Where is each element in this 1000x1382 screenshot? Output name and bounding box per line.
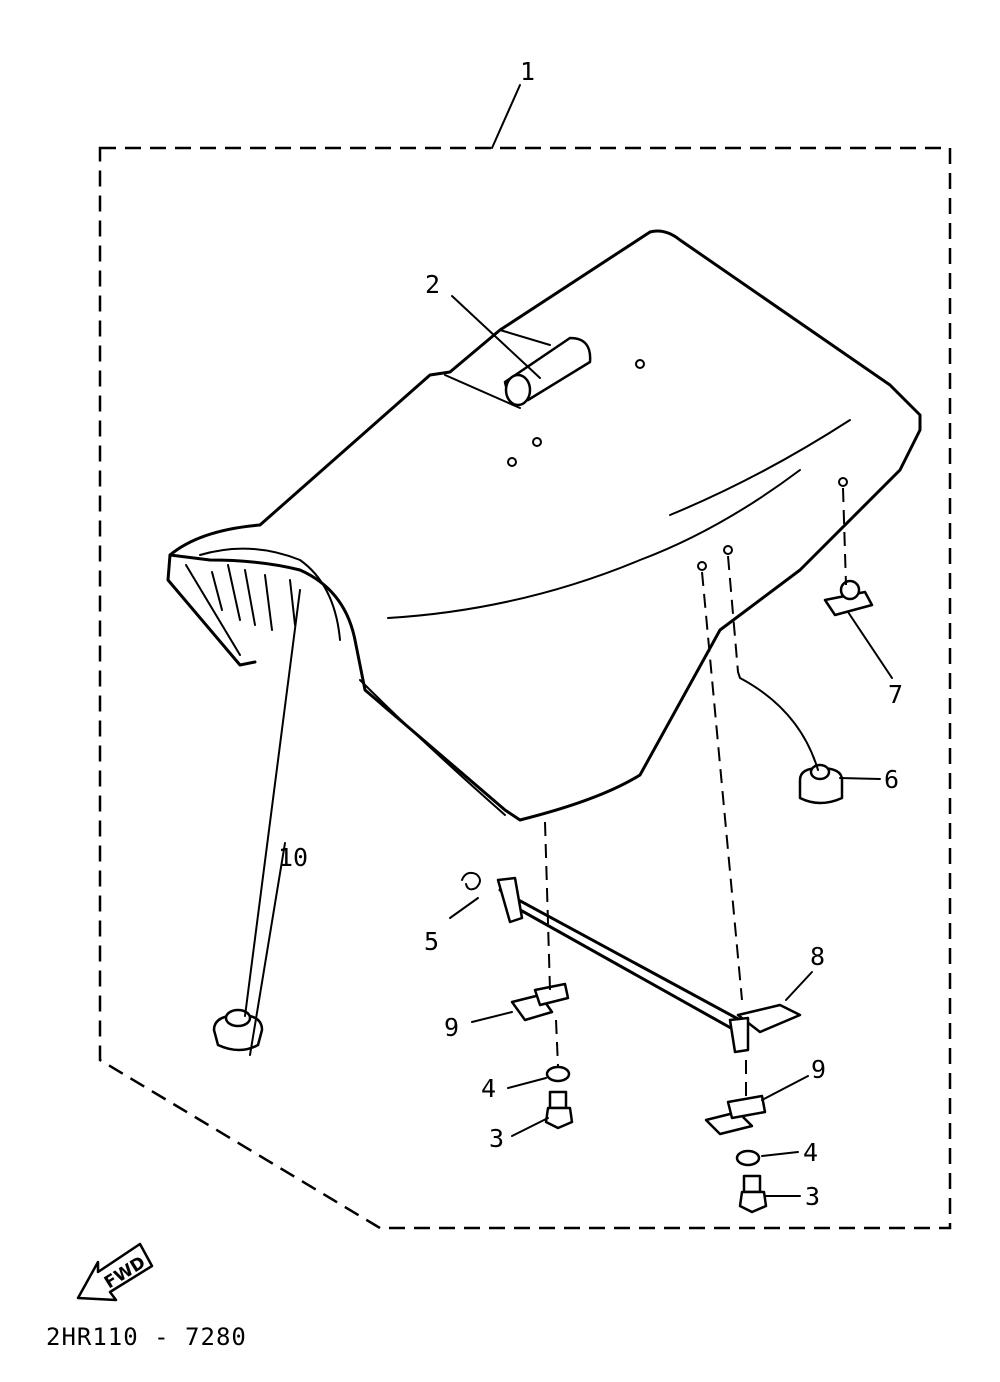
damper-part-6	[798, 763, 844, 805]
callout-3-upper: 3	[489, 1124, 504, 1153]
seat-strap-part-2	[503, 336, 592, 407]
bolt-part-3-upper	[544, 1090, 574, 1130]
callout-9-lower: 9	[811, 1055, 826, 1084]
callout-4-lower: 4	[803, 1138, 818, 1167]
callout-2: 2	[425, 270, 440, 299]
lock-rod-part-8	[496, 876, 802, 1054]
leader-1	[491, 84, 521, 149]
bracket-part-9-lower	[704, 1094, 767, 1136]
damper-part-10	[212, 1008, 264, 1052]
callout-9-upper: 9	[444, 1013, 459, 1042]
bracket-part-9-upper	[510, 982, 570, 1022]
callout-5: 5	[424, 927, 439, 956]
fwd-arrow-icon: FWD	[76, 1242, 154, 1302]
spring-part-5	[461, 871, 481, 891]
bolt-part-3-lower	[738, 1174, 768, 1214]
clip-part-7	[823, 579, 874, 617]
callout-3-lower: 3	[805, 1182, 820, 1211]
callout-10: 10	[278, 843, 308, 872]
callout-1: 1	[520, 57, 535, 86]
washer-part-4-upper	[545, 1065, 571, 1083]
callout-6: 6	[884, 765, 899, 794]
callout-4-upper: 4	[481, 1074, 496, 1103]
assembly-boundary	[98, 146, 952, 1230]
washer-part-4-lower	[735, 1149, 761, 1167]
callout-7: 7	[888, 680, 903, 709]
diagram-code: 2HR110 - 7280	[46, 1323, 247, 1351]
seat-assembly	[166, 229, 922, 822]
callout-8: 8	[810, 942, 825, 971]
